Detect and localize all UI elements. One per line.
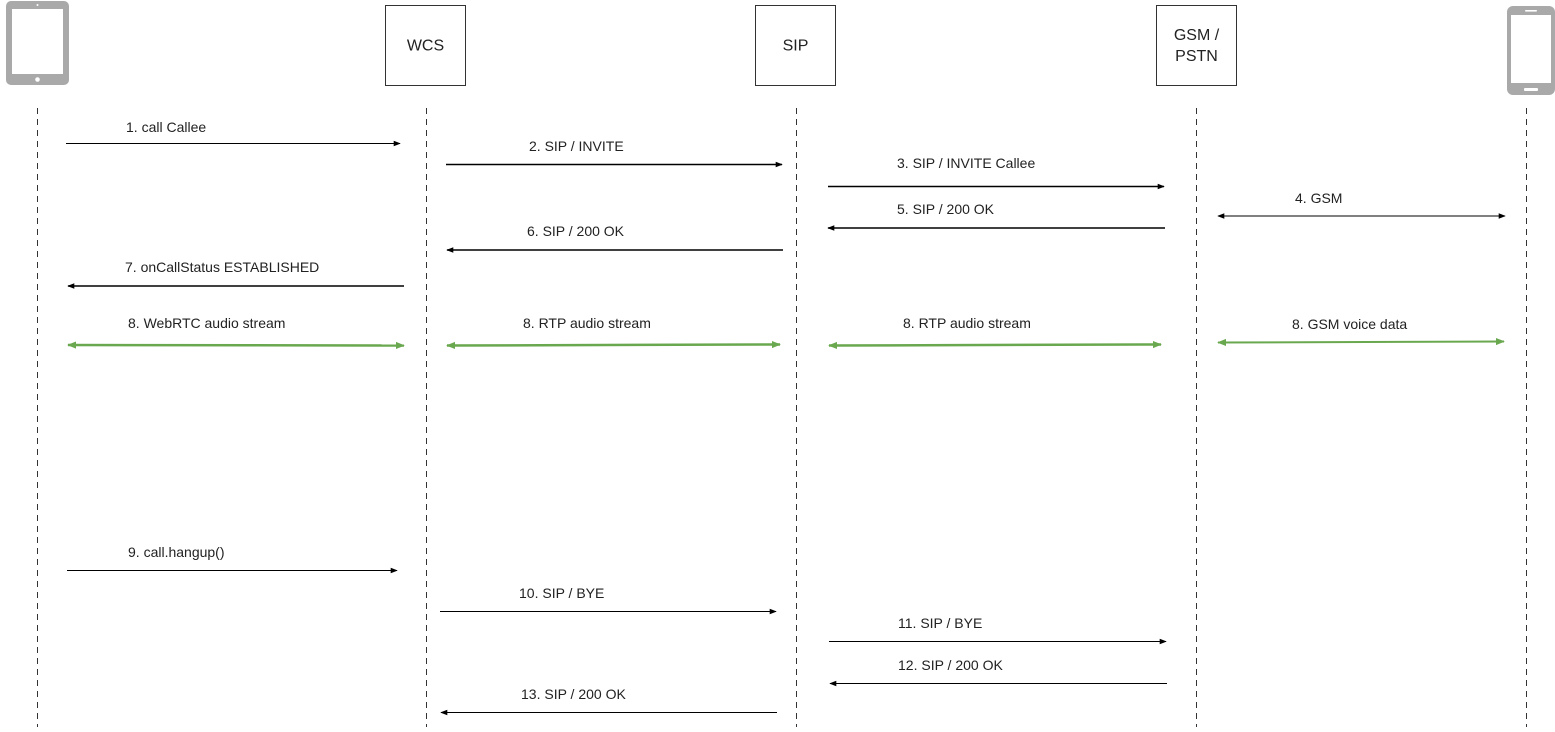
message-4-gsm: 4. GSM	[1217, 190, 1506, 219]
message-8-rtp-audio-stream-sip-gsm: 8. RTP audio stream	[828, 315, 1162, 350]
message-label: 4. GSM	[1295, 190, 1342, 206]
message-label: 5. SIP / 200 OK	[897, 201, 995, 217]
message-3-sip-invite-callee: 3. SIP / INVITE Callee	[828, 155, 1165, 190]
message-label: 3. SIP / INVITE Callee	[897, 155, 1035, 171]
message-8-gsm-voice-data: 8. GSM voice data	[1217, 316, 1505, 347]
message-label: 12. SIP / 200 OK	[898, 657, 1003, 673]
message-label: 1. call Callee	[126, 119, 206, 135]
message-8-rtp-audio-stream-wcs-sip: 8. RTP audio stream	[446, 315, 781, 350]
message-label: 2. SIP / INVITE	[529, 138, 624, 154]
tablet-icon	[6, 1, 69, 85]
message-label: 11. SIP / BYE	[898, 615, 982, 631]
participant-label-gsm-line2: PSTN	[1175, 48, 1218, 65]
message-13-sip-200-ok: 13. SIP / 200 OK	[440, 686, 777, 716]
participant-label-gsm-line1: GSM /	[1174, 27, 1220, 44]
message-label: 13. SIP / 200 OK	[521, 686, 626, 702]
message-label: 9. call.hangup()	[128, 544, 225, 560]
message-8-webrtc-audio-stream: 8. WebRTC audio stream	[67, 315, 405, 350]
message-12-sip-200-ok: 12. SIP / 200 OK	[829, 657, 1167, 687]
message-10-sip-bye: 10. SIP / BYE	[440, 585, 777, 615]
message-label: 10. SIP / BYE	[519, 585, 604, 601]
participant-wcs: WCS	[385, 5, 466, 86]
message-label: 8. RTP audio stream	[903, 315, 1031, 331]
message-9-call-hangup: 9. call.hangup()	[67, 544, 398, 574]
participant-sip: SIP	[755, 5, 836, 86]
participant-gsm-pstn: GSM / PSTN	[1156, 5, 1237, 86]
message-1-call-callee: 1. call Callee	[66, 119, 401, 147]
message-label: 6. SIP / 200 OK	[527, 223, 625, 239]
smartphone-icon	[1507, 6, 1555, 95]
message-label: 8. RTP audio stream	[523, 315, 651, 331]
message-6-sip-200-ok: 6. SIP / 200 OK	[446, 223, 783, 253]
message-2-sip-invite: 2. SIP / INVITE	[446, 138, 783, 168]
message-7-oncallstatus-established: 7. onCallStatus ESTABLISHED	[67, 259, 404, 289]
message-5-sip-200-ok: 5. SIP / 200 OK	[827, 201, 1165, 231]
message-label: 7. onCallStatus ESTABLISHED	[125, 259, 319, 275]
participant-label-sip: SIP	[783, 38, 809, 55]
message-label: 8. GSM voice data	[1292, 316, 1407, 332]
participant-label-wcs: WCS	[407, 38, 444, 55]
message-11-sip-bye: 11. SIP / BYE	[829, 615, 1167, 645]
message-label: 8. WebRTC audio stream	[128, 315, 285, 331]
